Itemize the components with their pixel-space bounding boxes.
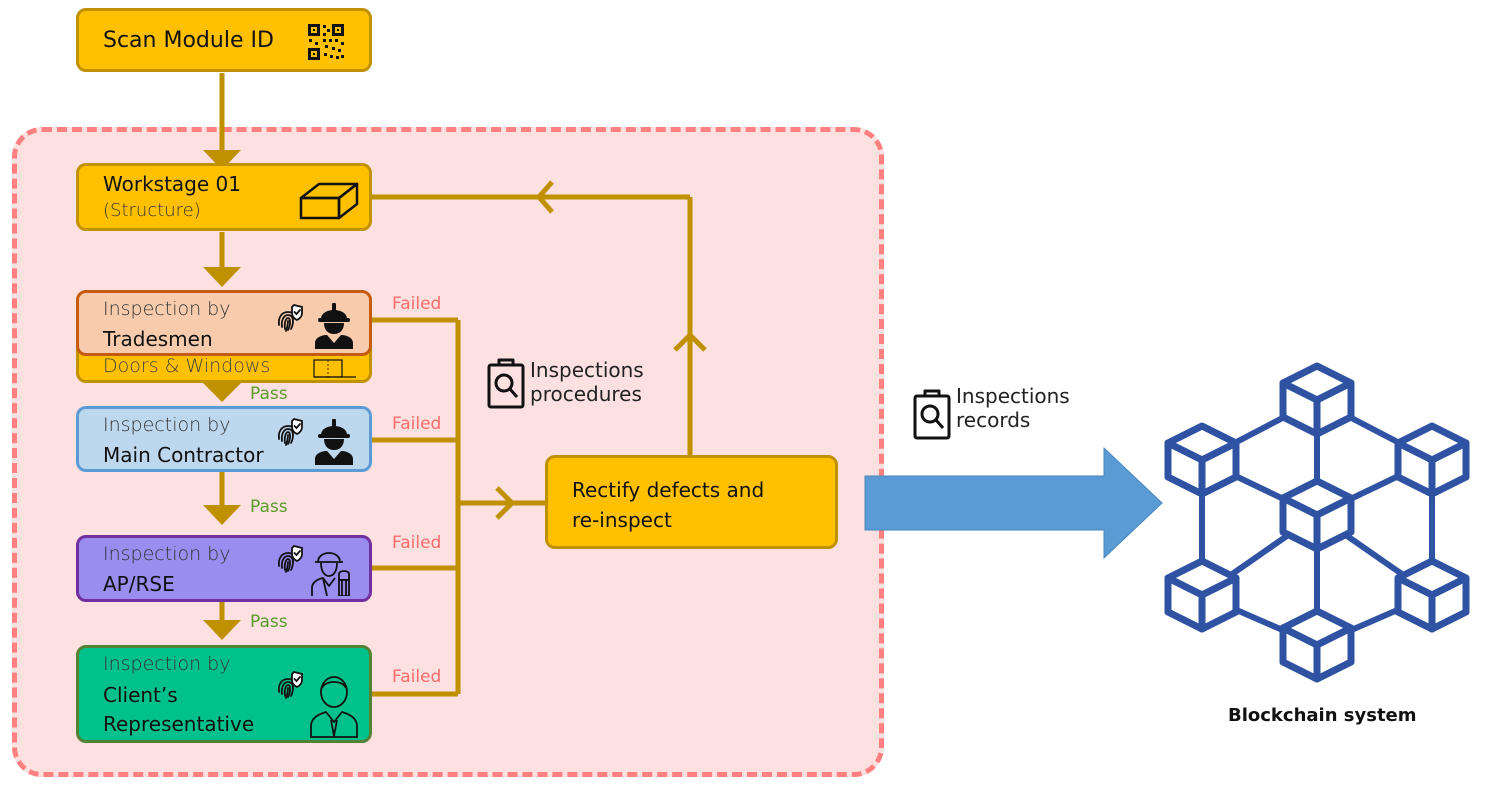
blockchain-label: Blockchain system — [1228, 705, 1417, 726]
records-line1: Inspections — [956, 384, 1070, 408]
clipboard-search-icon — [913, 389, 951, 440]
procedures-line1: Inspections — [530, 358, 644, 382]
chain-block — [1394, 557, 1470, 633]
clipboard-search-icon — [487, 358, 525, 409]
inspection-prefix: Inspection by — [103, 543, 231, 565]
engineer-icon — [311, 552, 350, 596]
fingerprint-shield-icon — [277, 304, 303, 332]
rectify-line2: re-inspect — [572, 508, 672, 532]
procedures-note: Inspections procedures — [530, 358, 644, 406]
rectify-box: Rectify defects and re-inspect — [545, 455, 838, 549]
chain-block — [1394, 422, 1470, 498]
fingerprint-shield-icon — [277, 545, 303, 573]
workstage-box: Workstage 01 (Structure) — [76, 163, 372, 231]
procedures-line2: procedures — [530, 382, 642, 406]
scan-module-box: Scan Module ID — [76, 8, 372, 72]
failed-label: Failed — [392, 533, 442, 553]
inspection-role: Main Contractor — [103, 443, 264, 467]
rectify-line1: Rectify defects and — [572, 478, 765, 502]
failed-label: Failed — [392, 667, 442, 687]
chain-block — [1279, 607, 1355, 683]
fingerprint-shield-icon — [277, 418, 303, 446]
chain-block — [1279, 362, 1355, 438]
inspection-client-box: Inspection by Client’s Representative — [76, 645, 372, 743]
inspection-prefix: Inspection by — [103, 414, 231, 436]
workstage-subtitle: (Structure) — [103, 200, 201, 221]
pass-label: Pass — [250, 612, 288, 632]
worker-helmet-icon — [315, 303, 353, 349]
blockchain-network-icon — [1164, 362, 1470, 683]
failed-label: Failed — [392, 294, 442, 314]
records-arrow — [864, 446, 1163, 560]
pass-label: Pass — [250, 497, 288, 517]
chain-block — [1164, 557, 1240, 633]
inspection-role: Tradesmen — [103, 327, 213, 351]
chain-block — [1164, 422, 1240, 498]
inspection-main-contractor-box: Inspection by Main Contractor — [76, 406, 372, 472]
records-note: Inspections records — [956, 384, 1070, 432]
inspection-role-line2: Representative — [103, 712, 255, 736]
failed-label: Failed — [392, 414, 442, 434]
workstage-title: Workstage 01 — [103, 172, 241, 196]
pass-label: Pass — [250, 384, 288, 404]
inspection-prefix: Inspection by — [103, 298, 231, 320]
inspection-role: Client’s — [103, 683, 178, 707]
chain-block — [1279, 477, 1355, 553]
qr-code-icon — [308, 24, 344, 60]
businessman-icon — [310, 676, 358, 738]
fingerprint-shield-icon — [277, 671, 303, 699]
scan-module-label: Scan Module ID — [103, 28, 274, 53]
inspection-role: AP/RSE — [103, 572, 175, 596]
cube-icon — [299, 182, 359, 220]
inspection-ap-rse-box: Inspection by AP/RSE — [76, 535, 372, 602]
inspection-prefix: Inspection by — [103, 653, 231, 675]
doors-windows-label: Doors & Windows — [103, 355, 271, 377]
records-line2: records — [956, 408, 1031, 432]
inspection-tradesmen-box: Inspection by Tradesmen — [76, 290, 372, 356]
window-icon — [313, 359, 356, 378]
worker-helmet-icon — [315, 419, 353, 465]
